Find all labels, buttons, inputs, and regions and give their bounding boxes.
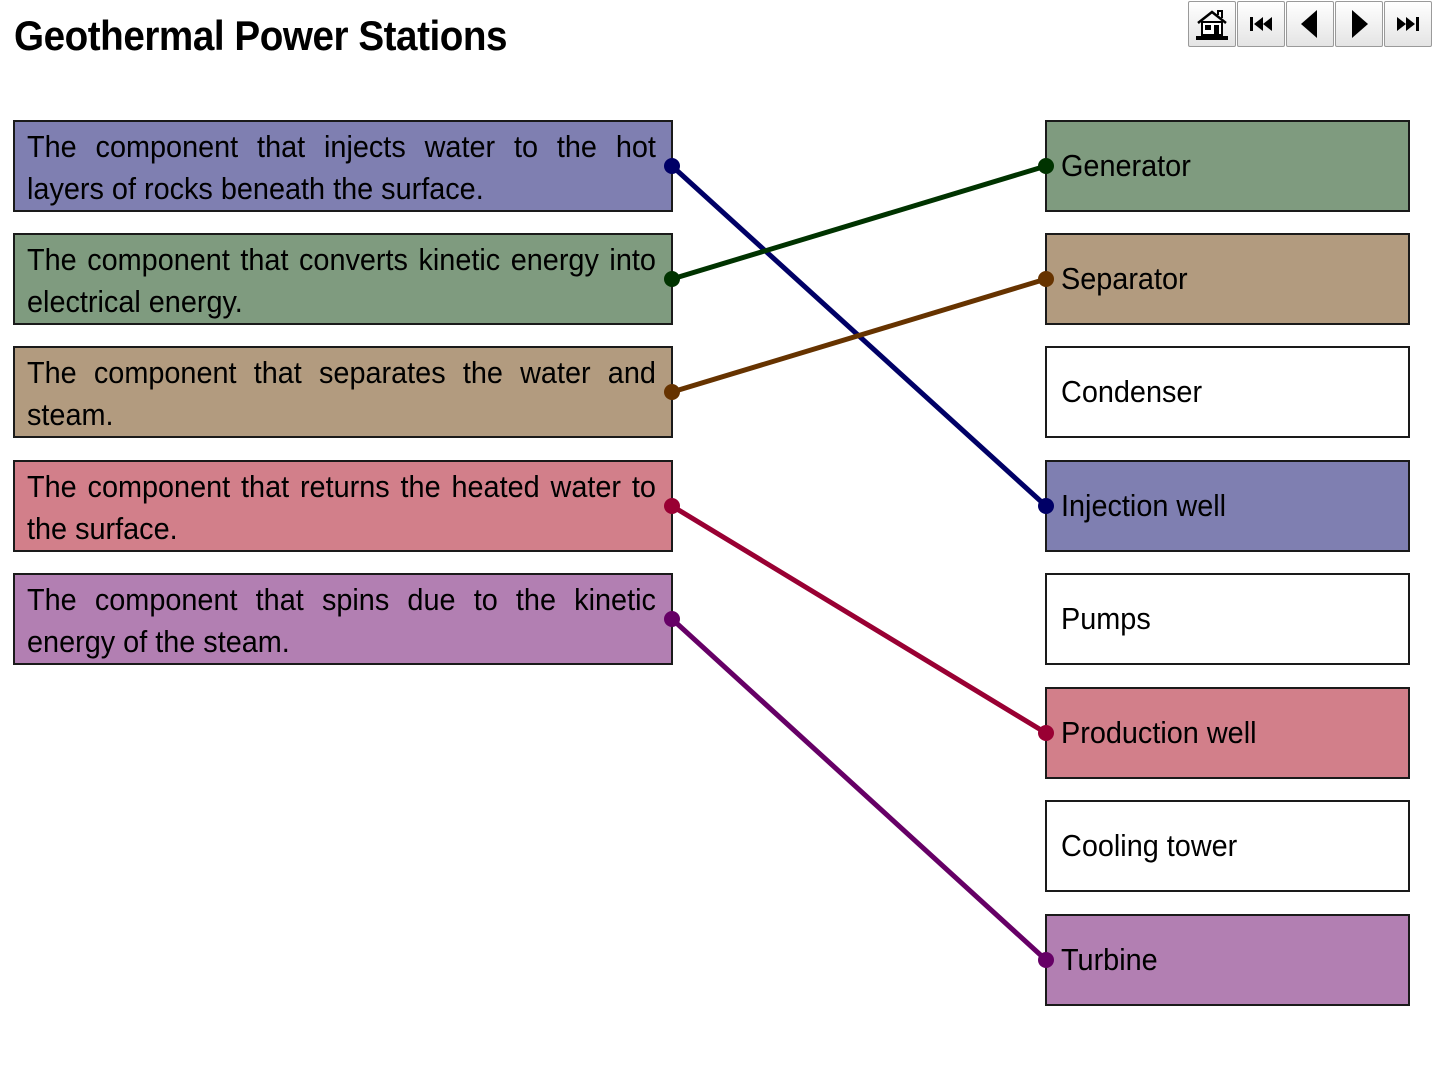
navigation-toolbar <box>1188 1 1432 47</box>
first-page-button[interactable] <box>1237 1 1285 47</box>
match-line <box>671 163 1047 282</box>
match-line <box>670 617 1048 962</box>
next-page-icon <box>1352 10 1368 38</box>
description-text: The component that converts kinetic ener… <box>27 242 656 319</box>
component-label: Condenser <box>1061 374 1203 409</box>
component-separator[interactable]: Separator <box>1045 233 1410 325</box>
component-label: Turbine <box>1061 942 1158 977</box>
description-converts-energy[interactable]: The component that converts kinetic ener… <box>13 233 673 325</box>
home-button[interactable] <box>1188 1 1236 47</box>
description-text: The component that spins due to the kine… <box>27 582 656 659</box>
component-production-well[interactable]: Production well <box>1045 687 1410 779</box>
description-returns-water[interactable]: The component that returns the heated wa… <box>13 460 673 552</box>
component-pumps[interactable]: Pumps <box>1045 573 1410 665</box>
previous-page-button[interactable] <box>1286 1 1334 47</box>
home-icon <box>1196 10 1228 40</box>
description-separates[interactable]: The component that separates the water a… <box>13 346 673 438</box>
previous-page-icon <box>1301 10 1317 38</box>
component-label: Separator <box>1061 261 1188 296</box>
component-injection-well[interactable]: Injection well <box>1045 460 1410 552</box>
component-label: Production well <box>1061 715 1257 750</box>
last-page-button[interactable] <box>1384 1 1432 47</box>
component-cooling-tower[interactable]: Cooling tower <box>1045 800 1410 892</box>
last-page-icon <box>1397 17 1419 31</box>
description-text: The component that separates the water a… <box>27 355 656 432</box>
next-page-button[interactable] <box>1335 1 1383 47</box>
match-line <box>670 164 1048 508</box>
component-turbine[interactable]: Turbine <box>1045 914 1410 1006</box>
component-label: Generator <box>1061 148 1191 183</box>
component-label: Cooling tower <box>1061 828 1238 863</box>
page-title: Geothermal Power Stations <box>14 12 508 59</box>
match-line <box>671 276 1047 395</box>
description-injects-water[interactable]: The component that injects water to the … <box>13 120 673 212</box>
component-condenser[interactable]: Condenser <box>1045 346 1410 438</box>
description-spins[interactable]: The component that spins due to the kine… <box>13 573 673 665</box>
description-text: The component that returns the heated wa… <box>27 469 656 546</box>
component-generator[interactable]: Generator <box>1045 120 1410 212</box>
component-label: Pumps <box>1061 601 1151 636</box>
description-text: The component that injects water to the … <box>27 129 656 206</box>
match-line <box>670 503 1048 736</box>
first-page-icon <box>1250 17 1272 31</box>
component-label: Injection well <box>1061 488 1227 523</box>
